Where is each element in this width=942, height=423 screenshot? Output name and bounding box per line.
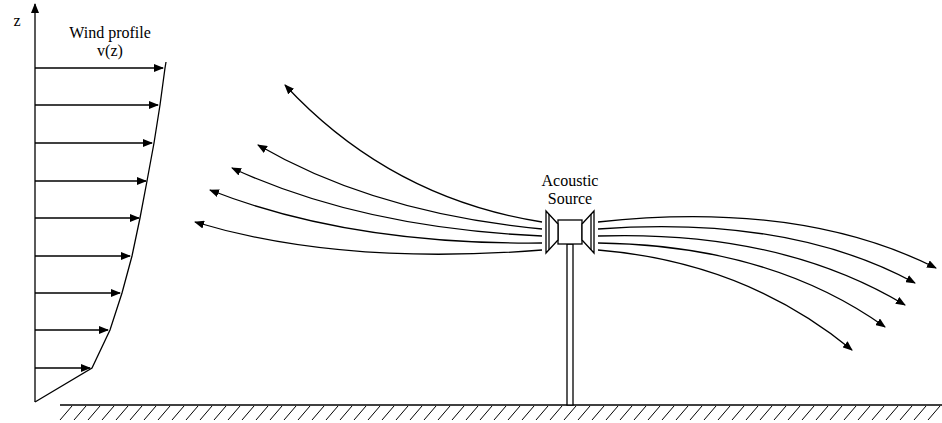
axis-label: z bbox=[2, 12, 32, 30]
wind-profile-label: Wind profile v(z) bbox=[62, 24, 158, 60]
ground-hatching bbox=[60, 406, 940, 420]
sound-rays-upwind bbox=[195, 85, 542, 254]
acoustic-source-symbol bbox=[546, 211, 594, 405]
wind-vectors bbox=[35, 68, 163, 368]
sound-rays-downwind bbox=[598, 217, 936, 350]
ground-line bbox=[60, 404, 942, 405]
wind-profile-curve bbox=[35, 62, 166, 402]
source-label: Acoustic Source bbox=[530, 172, 610, 208]
z-axis bbox=[34, 4, 35, 402]
